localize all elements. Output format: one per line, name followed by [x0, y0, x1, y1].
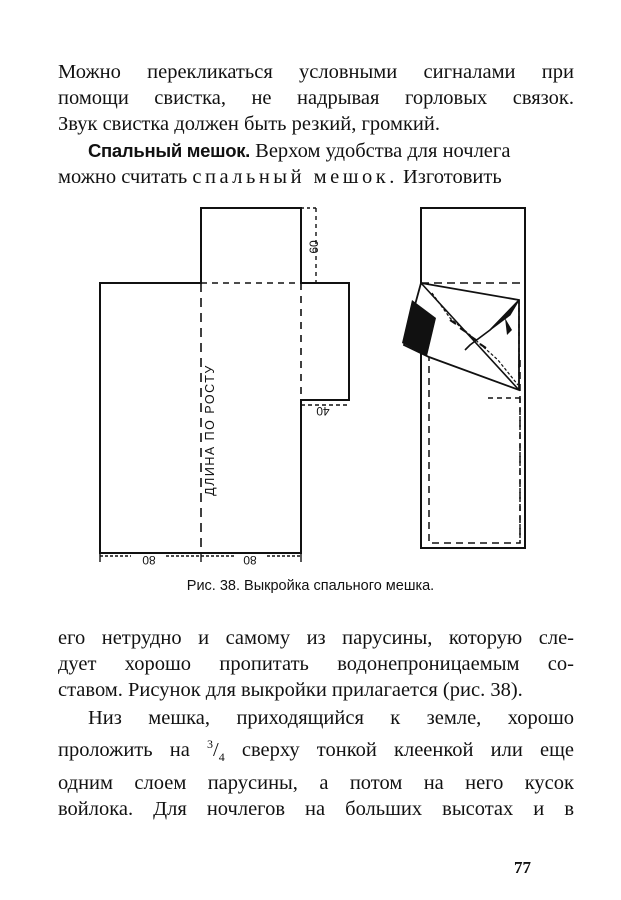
- dimension-40-label: 40: [316, 404, 330, 418]
- dimension-80-left-label: 80: [142, 553, 156, 567]
- sleeping-bag-paragraph: Спальный мешок. Верхом удобства для ночл…: [58, 138, 574, 190]
- figure-caption: Рис. 38. Выкройка спального мешка.: [186, 578, 435, 594]
- page-number: 77: [514, 858, 531, 877]
- text-line: Звук свистка должен быть резкий, громкий…: [58, 113, 440, 135]
- dimension-60-label: 60: [307, 240, 321, 254]
- text-line: одним слоем парусины, а потом на него ку…: [58, 771, 574, 794]
- sleeping-bag-pattern-figure: 60 40 ДЛИНА ПО РОСТУ 80 80: [99, 207, 526, 567]
- text-line: помощи свистка, не надрывая горловых свя…: [58, 87, 574, 109]
- text-line: Можно перекликаться условными сигналами …: [58, 61, 574, 83]
- text-line: его нетрудно и самому из парусины, котор…: [58, 627, 574, 649]
- text-fragment: Изготовить: [397, 166, 502, 188]
- bottom-paragraph: Низ мешка, приходящийся к земле, хорошо …: [58, 705, 574, 822]
- middle-paragraph: его нетрудно и самому из парусины, котор…: [58, 625, 574, 703]
- text-line: можно считать спальный мешок. Изготовить: [58, 164, 574, 190]
- text-line: проложить на 3/4 сверху тонкой клеенкой …: [58, 737, 574, 764]
- dimension-80-bottom: [99, 553, 302, 562]
- text-line: войлока. Для ночлегов на больших высотах…: [58, 797, 574, 820]
- assembled-bag-drawing: [402, 207, 526, 549]
- fraction-numerator: 3: [207, 737, 214, 751]
- length-by-height-label: ДЛИНА ПО РОСТУ: [203, 364, 217, 496]
- text-fragment: сверху тонкой клеенкой или еще: [224, 738, 574, 761]
- text-fragment: проложить на: [58, 738, 208, 761]
- text-line: дует хорошо пропитать водонепроницаемым …: [58, 653, 574, 675]
- dimension-40: [300, 400, 349, 415]
- emphasized-text: спальный мешок.: [192, 166, 398, 188]
- section-heading: Спальный мешок.: [88, 140, 251, 161]
- fraction-denominator: 4: [218, 749, 225, 764]
- dimension-80-right-label: 80: [243, 553, 257, 567]
- text-line: Низ мешка, приходящийся к земле, хорошо: [88, 707, 574, 729]
- dimension-60: [301, 207, 317, 284]
- text-line: Спальный мешок. Верхом удобства для ночл…: [58, 138, 574, 164]
- text-fragment: Верхом удобства для ночлега: [250, 140, 511, 162]
- top-paragraph: Можно перекликаться условными сигналами …: [58, 59, 574, 137]
- text-fragment: можно считать: [58, 166, 193, 188]
- flat-pattern-drawing: [99, 207, 350, 554]
- text-line: ставом. Рисунок для выкройки прилагается…: [58, 679, 523, 701]
